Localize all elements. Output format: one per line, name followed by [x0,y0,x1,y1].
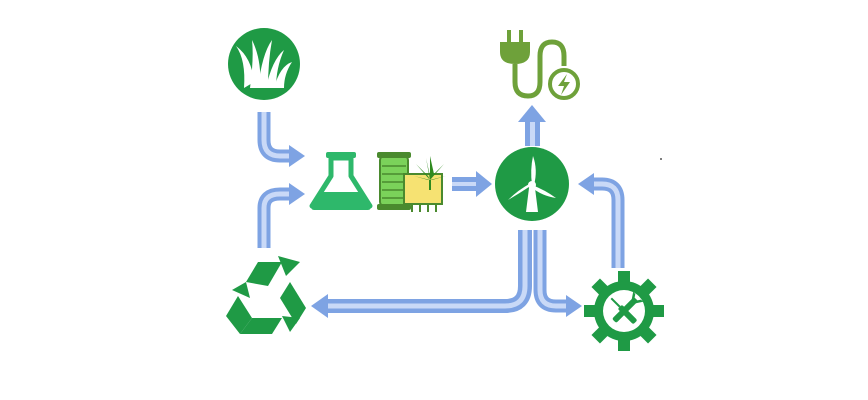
arrow-recycling-to-processing [257,183,305,248]
speck-mark [660,158,662,160]
grass-icon [228,28,300,100]
hemp-fiber-spool-icon [377,152,446,212]
recycle-icon [226,256,306,334]
gear-tools-icon [584,271,664,351]
arrow-biomass-to-processing [257,112,305,167]
plug-lightning-icon [500,30,580,100]
arrow-turbine-to-electricity [518,105,546,146]
arrow-maintenance-to-turbine [578,173,625,268]
arrow-turbine-to-maintenance [533,230,582,317]
flask-icon [309,152,373,210]
wind-turbine-icon [495,147,569,221]
arrow-fiber-to-turbine [452,171,492,197]
arrow-turbine-to-recycling [311,230,532,318]
